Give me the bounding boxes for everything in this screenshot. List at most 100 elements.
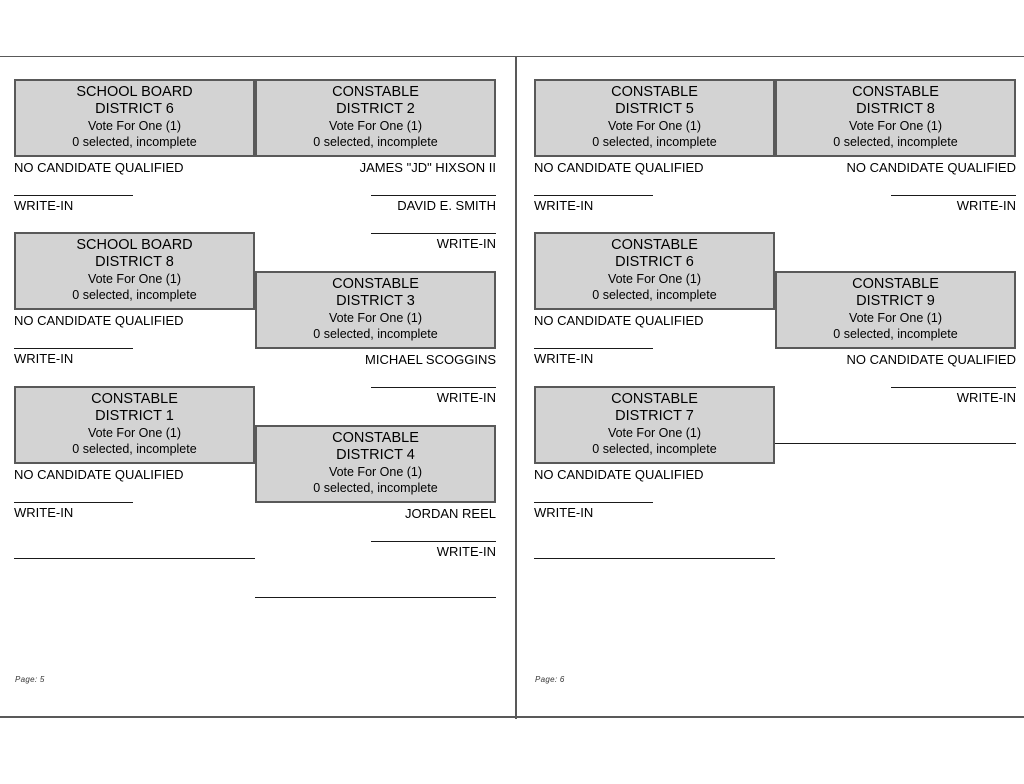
- contest-district: DISTRICT 4: [336, 447, 415, 463]
- write-in-label: WRITE-IN: [436, 544, 496, 559]
- contest-choices: NO CANDIDATE QUALIFIED WRITE-IN: [14, 464, 255, 540]
- contest-vote-for: Vote For One (1): [87, 119, 182, 133]
- contest-choices: JORDAN REEL WRITE-IN: [255, 503, 496, 579]
- write-in-row[interactable]: WRITE-IN: [534, 502, 775, 540]
- candidate-row[interactable]: MICHAEL SCOGGINS: [255, 349, 496, 387]
- contest-vote-for: Vote For One (1): [607, 272, 702, 286]
- contest-vote-for: Vote For One (1): [607, 426, 702, 440]
- contest-status: 0 selected, incomplete: [313, 327, 438, 341]
- candidate-row[interactable]: NO CANDIDATE QUALIFIED: [775, 157, 1016, 195]
- candidate-name: NO CANDIDATE QUALIFIED: [534, 313, 704, 328]
- contest-group-separator: [14, 558, 255, 559]
- contest-office-name: CONSTABLE: [611, 84, 698, 100]
- contest-choices: NO CANDIDATE QUALIFIED WRITE-IN: [534, 310, 775, 386]
- write-in-row[interactable]: WRITE-IN: [14, 348, 255, 386]
- contest-office-name: CONSTABLE: [611, 391, 698, 407]
- write-in-line: [371, 195, 496, 196]
- candidate-row[interactable]: NO CANDIDATE QUALIFIED: [534, 157, 775, 195]
- write-in-row[interactable]: WRITE-IN: [255, 233, 496, 271]
- candidate-name: MICHAEL SCOGGINS: [365, 352, 496, 367]
- candidate-row[interactable]: NO CANDIDATE QUALIFIED: [14, 310, 255, 348]
- candidate-name: NO CANDIDATE QUALIFIED: [534, 160, 704, 175]
- contest-vote-for: Vote For One (1): [848, 119, 943, 133]
- contest-status: 0 selected, incomplete: [313, 481, 438, 495]
- write-in-row[interactable]: WRITE-IN: [255, 541, 496, 579]
- write-in-row[interactable]: WRITE-IN: [255, 387, 496, 425]
- contest-status: 0 selected, incomplete: [592, 288, 717, 302]
- contest-district: DISTRICT 1: [95, 408, 174, 424]
- contest-office-name: CONSTABLE: [332, 430, 419, 446]
- contest-group-separator: [255, 597, 496, 598]
- contest-choices: NO CANDIDATE QUALIFIED WRITE-IN: [534, 157, 775, 233]
- candidate-row[interactable]: NO CANDIDATE QUALIFIED: [534, 464, 775, 502]
- write-in-line: [371, 541, 496, 542]
- write-in-row[interactable]: WRITE-IN: [775, 195, 1016, 233]
- write-in-label: WRITE-IN: [956, 198, 1016, 213]
- candidate-name: DAVID E. SMITH: [397, 198, 496, 213]
- contest-district: DISTRICT 8: [95, 254, 174, 270]
- write-in-row[interactable]: WRITE-IN: [534, 195, 775, 233]
- contest-district: DISTRICT 8: [856, 101, 935, 117]
- contest-vote-for: Vote For One (1): [328, 465, 423, 479]
- contest-status: 0 selected, incomplete: [592, 442, 717, 456]
- candidate-row[interactable]: NO CANDIDATE QUALIFIED: [534, 310, 775, 348]
- candidate-row[interactable]: NO CANDIDATE QUALIFIED: [14, 157, 255, 195]
- candidate-row[interactable]: JAMES "JD" HIXSON II: [255, 157, 496, 195]
- contest-group-separator: [534, 558, 775, 559]
- contest-vote-for: Vote For One (1): [848, 311, 943, 325]
- candidate-row[interactable]: DAVID E. SMITH: [255, 195, 496, 233]
- contest-status: 0 selected, incomplete: [592, 135, 717, 149]
- contest-office-name: CONSTABLE: [91, 391, 178, 407]
- write-in-row[interactable]: WRITE-IN: [534, 348, 775, 386]
- write-in-row[interactable]: WRITE-IN: [14, 195, 255, 233]
- candidate-name: NO CANDIDATE QUALIFIED: [846, 160, 1016, 175]
- write-in-line: [891, 195, 1016, 196]
- write-in-row[interactable]: WRITE-IN: [775, 387, 1016, 425]
- contest-district: DISTRICT 7: [615, 408, 694, 424]
- contest-district: DISTRICT 6: [615, 254, 694, 270]
- candidate-name: JORDAN REEL: [404, 506, 496, 521]
- contest-office-name: CONSTABLE: [332, 276, 419, 292]
- candidate-name: NO CANDIDATE QUALIFIED: [534, 467, 704, 482]
- contest-choices: NO CANDIDATE QUALIFIED WRITE-IN: [775, 157, 1016, 233]
- contest-vote-for: Vote For One (1): [87, 426, 182, 440]
- candidate-name: JAMES "JD" HIXSON II: [359, 160, 496, 175]
- write-in-line: [534, 195, 653, 196]
- page-number-label: Page: 6: [535, 675, 565, 684]
- write-in-label: WRITE-IN: [14, 505, 74, 520]
- contest-choices: MICHAEL SCOGGINS WRITE-IN: [255, 349, 496, 425]
- write-in-line: [14, 502, 133, 503]
- candidate-row[interactable]: NO CANDIDATE QUALIFIED: [14, 464, 255, 502]
- write-in-row[interactable]: WRITE-IN: [14, 502, 255, 540]
- contest-status: 0 selected, incomplete: [72, 288, 197, 302]
- contest-district: DISTRICT 2: [336, 101, 415, 117]
- contest-office-name: CONSTABLE: [852, 276, 939, 292]
- contest-group-separator: [775, 443, 1016, 444]
- candidate-row[interactable]: NO CANDIDATE QUALIFIED: [775, 349, 1016, 387]
- candidate-row[interactable]: JORDAN REEL: [255, 503, 496, 541]
